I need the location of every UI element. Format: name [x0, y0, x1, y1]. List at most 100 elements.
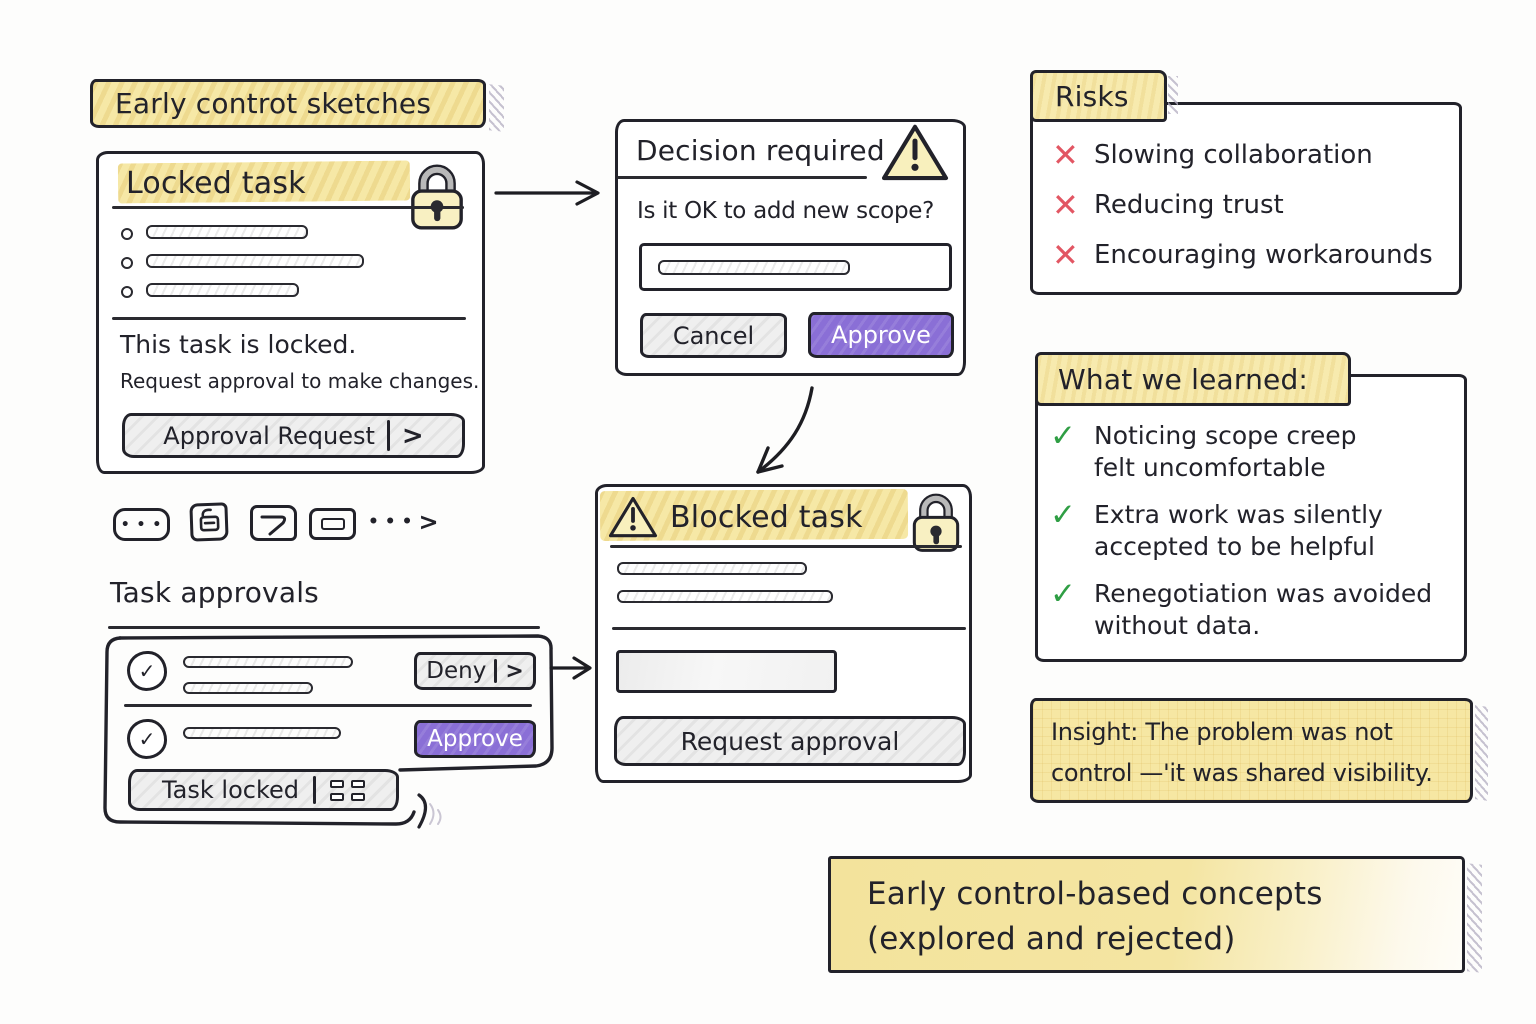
approval-check-toggle[interactable]: ✓ — [127, 651, 167, 691]
dialog-text-input[interactable] — [639, 243, 952, 291]
learning-line2: without data. — [1094, 611, 1261, 640]
check-icon: ✓ — [1050, 576, 1076, 612]
page-curl — [417, 793, 428, 829]
shadow-hatch — [489, 84, 504, 132]
insight-line2: control —'it was shared visibility. — [1051, 759, 1433, 787]
footer-line1: Early control-based concepts — [867, 876, 1323, 912]
locked-task-title: Locked task — [126, 166, 306, 201]
lock-icon — [411, 164, 463, 230]
grid-handle-icon — [330, 779, 365, 801]
divider — [610, 545, 962, 548]
shadow-hatch — [1467, 863, 1482, 973]
more-dots: • • • — [368, 512, 413, 532]
more-items-indicator: • • • > — [368, 508, 439, 536]
placeholder-line — [617, 562, 807, 575]
check-icon: ✓ — [138, 727, 156, 751]
shadow-hatch — [1475, 705, 1488, 801]
document-glyph — [199, 508, 220, 532]
task-approvals-title: Task approvals — [110, 576, 319, 609]
chevron-right-icon: > — [418, 508, 439, 536]
reply-arrow-icon[interactable] — [250, 505, 297, 541]
flow-arrow-right — [494, 180, 600, 206]
learning-item: ✓ Noticing scope creep felt uncomfortabl… — [1050, 420, 1454, 484]
x-mark-icon: ✕ — [1052, 136, 1079, 174]
request-approval-button[interactable]: Request approval — [614, 716, 966, 766]
deny-button[interactable]: Deny > — [414, 652, 536, 690]
divider — [112, 206, 464, 209]
dialog-title: Decision required — [636, 134, 885, 167]
divider — [112, 317, 466, 320]
flow-arrow-curved — [756, 386, 814, 474]
window-icon[interactable] — [309, 508, 356, 540]
learnings-title: What we learned: — [1058, 362, 1309, 396]
risk-text: Reducing trust — [1094, 190, 1284, 220]
approval-request-label: Approval Request — [163, 421, 375, 450]
request-approval-label: Request approval — [680, 726, 900, 756]
button-separator — [386, 420, 390, 451]
placeholder-line — [146, 225, 308, 239]
approve-row-button[interactable]: Approve — [414, 720, 536, 758]
button-separator — [494, 659, 498, 683]
warning-triangle-icon — [608, 496, 658, 538]
check-icon: ✓ — [138, 659, 156, 683]
task-locked-label: Task locked — [161, 776, 299, 804]
learning-line1: Extra work was silently — [1094, 500, 1383, 529]
dialog-question: Is it OK to add new scope? — [637, 198, 935, 224]
document-icon[interactable] — [189, 502, 229, 542]
risks-card — [1030, 102, 1462, 295]
flow-arrow-short — [549, 656, 592, 680]
learning-item: ✓ Renegotiation was avoided without data… — [1050, 578, 1454, 642]
ellipsis-icon[interactable]: • • • — [113, 508, 170, 541]
risk-text: Slowing collaboration — [1094, 140, 1373, 170]
approval-check-toggle[interactable]: ✓ — [127, 719, 167, 759]
learning-line2: accepted to be helpful — [1094, 532, 1375, 561]
placeholder-line — [183, 682, 313, 694]
risk-item: ✕ Reducing trust — [1052, 188, 1452, 222]
footer-concept-box: Early control-based concepts (explored a… — [828, 856, 1465, 973]
shadow-hatch — [1168, 76, 1178, 114]
header-title-box: Early controt sketches — [90, 79, 486, 128]
placeholder-line — [146, 283, 299, 297]
learning-line1: Noticing scope creep — [1094, 421, 1357, 450]
chevron-right-icon: > — [401, 420, 424, 451]
task-approvals-card — [103, 634, 554, 829]
ellipsis-glyph: • • • — [120, 516, 163, 533]
insight-card: Insight: The problem was not control —'i… — [1030, 698, 1473, 803]
locked-message-line2: Request approval to make changes. — [120, 369, 480, 393]
blocked-text-input[interactable] — [616, 650, 837, 693]
check-icon: ✓ — [1050, 497, 1076, 533]
placeholder-line — [183, 727, 341, 739]
chevron-right-icon: > — [505, 658, 524, 684]
task-locked-button[interactable]: Task locked — [128, 769, 399, 811]
risks-tab: Risks — [1030, 70, 1167, 122]
insight-line1: Insight: The problem was not — [1051, 718, 1393, 746]
learning-item: ✓ Extra work was silently accepted to be… — [1050, 499, 1454, 563]
learnings-tab: What we learned: — [1035, 352, 1351, 406]
cancel-button[interactable]: Cancel — [640, 313, 787, 358]
warning-triangle-icon — [881, 124, 949, 181]
window-glyph — [320, 518, 345, 530]
reply-arrow-glyph — [260, 515, 287, 536]
page-title: Early controt sketches — [115, 87, 432, 120]
approve-button[interactable]: Approve — [808, 312, 954, 358]
deny-label: Deny — [426, 658, 487, 684]
locked-message-line1: This task is locked. — [120, 330, 357, 359]
approval-request-button[interactable]: Approval Request > — [122, 413, 465, 458]
row-divider — [124, 704, 532, 707]
x-mark-icon: ✕ — [1052, 186, 1079, 224]
bullet-dot — [121, 257, 133, 269]
input-placeholder-bar — [658, 259, 850, 275]
check-icon: ✓ — [1050, 418, 1076, 454]
bullet-dot — [121, 286, 133, 298]
risk-text: Encouraging workarounds — [1094, 240, 1433, 270]
placeholder-line — [183, 656, 353, 668]
bullet-dot — [121, 228, 133, 240]
risks-title: Risks — [1055, 79, 1129, 113]
blocked-task-title: Blocked task — [670, 500, 863, 535]
divider — [617, 176, 867, 179]
learning-line2: felt uncomfortable — [1094, 453, 1326, 482]
learnings-card — [1035, 374, 1467, 662]
risk-item: ✕ Slowing collaboration — [1052, 138, 1452, 172]
title-underline — [108, 626, 540, 629]
